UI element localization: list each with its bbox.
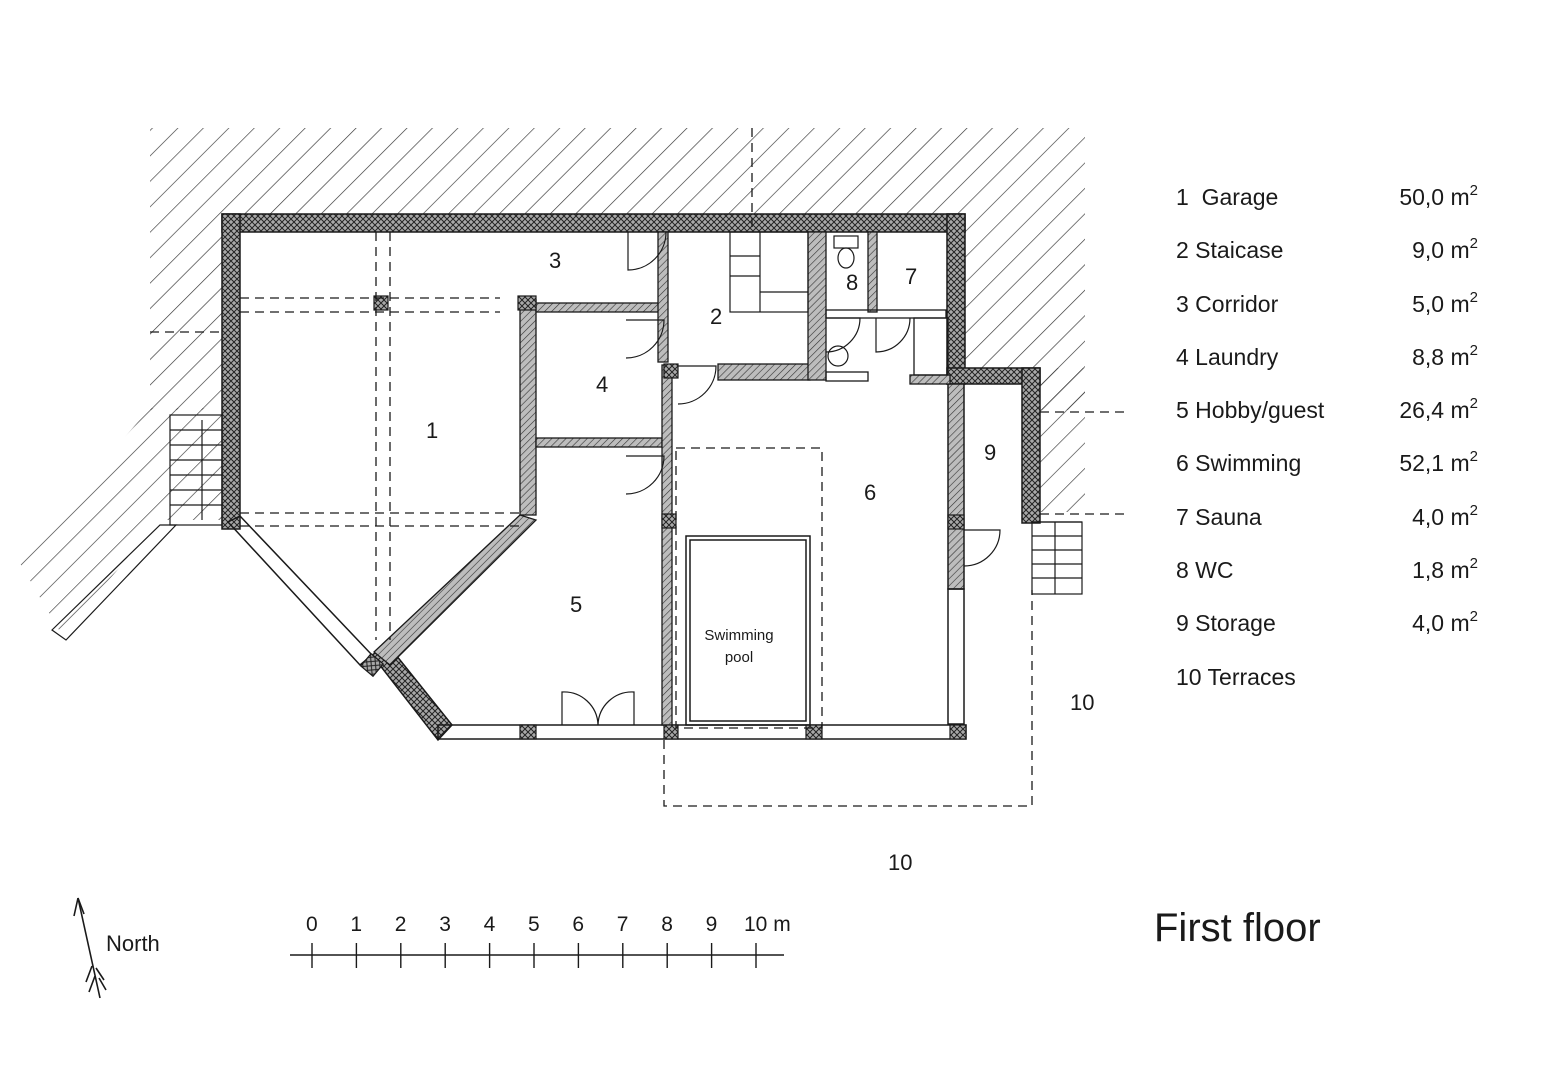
room-label-10-south: 10 — [888, 850, 912, 875]
exterior-walls — [221, 213, 1041, 742]
legend-row: 4 Laundry 8,8 m2 — [1176, 341, 1496, 397]
wc-fixtures — [827, 235, 859, 367]
legend-area-exponent: 2 — [1469, 501, 1478, 519]
legend-room-area: 4,0 m2 — [1412, 608, 1478, 637]
scale-tick-label: 7 — [617, 913, 629, 936]
legend-room-name: 7 Sauna — [1176, 503, 1262, 530]
room-label-5: 5 — [570, 592, 582, 617]
scale-tick-label: 2 — [395, 913, 407, 936]
scale-bar: 0 1 2 3 4 5 6 7 8 9 10 m — [290, 913, 791, 968]
legend-area-exponent: 2 — [1469, 448, 1478, 466]
legend-room-name: 1 Garage — [1176, 184, 1279, 210]
legend-room-name: 9 Storage — [1176, 610, 1276, 637]
scale-tick-label: 1 — [350, 913, 362, 936]
legend-area-exponent: 2 — [1469, 182, 1478, 199]
scale-tick-label: 6 — [572, 913, 584, 936]
scale-tick-label: 8 — [661, 913, 673, 936]
legend-area-exponent: 2 — [1469, 608, 1478, 626]
legend-row: 1 Garage 50,0 m2 — [1176, 182, 1496, 237]
legend-row: 2 Staicase 9,0 m2 — [1176, 235, 1496, 290]
scale-tick-label: 4 — [484, 913, 496, 936]
room-schedule-legend: 1 Garage 50,0 m2 2 Staicase 9,0 m2 3 Corrido… — [1176, 182, 1496, 717]
interior-walls — [373, 231, 951, 726]
room-label-1: 1 — [426, 418, 438, 443]
legend-room-area: 9,0 m2 — [1412, 235, 1478, 264]
scale-tick-label: 9 — [706, 913, 718, 936]
legend-room-name: 10 Terraces — [1176, 663, 1296, 690]
legend-room-area: 52,1 m2 — [1399, 448, 1478, 477]
legend-area-exponent: 2 — [1469, 288, 1478, 306]
legend-row: 10 Terraces — [1176, 664, 1496, 717]
swimming-pool — [685, 535, 811, 726]
pool-label-line1: Swimming — [704, 627, 773, 644]
columns — [359, 295, 967, 740]
legend-room-name: 5 Hobby/guest — [1176, 397, 1325, 424]
legend-area-exponent: 2 — [1469, 395, 1478, 413]
legend-row: 5 Hobby/guest 26,4 m2 — [1176, 395, 1496, 450]
legend-room-area: 26,4 m2 — [1399, 395, 1478, 424]
room-label-8: 8 — [846, 270, 858, 295]
legend-row: 3 Corridor 5,0 m2 — [1176, 288, 1496, 344]
room-label-3: 3 — [549, 248, 561, 273]
legend-room-area: 8,8 m2 — [1412, 341, 1478, 370]
scale-tick-label: 0 — [306, 913, 318, 936]
legend-row: 9 Storage 4,0 m2 — [1176, 608, 1496, 663]
room-label-7: 7 — [905, 264, 917, 289]
legend-room-area: 1,8 m2 — [1412, 555, 1478, 584]
legend-room-name: 4 Laundry — [1176, 343, 1279, 370]
legend-room-area: 50,0 m2 — [1399, 182, 1478, 210]
legend-room-name: 6 Swimming — [1176, 450, 1302, 477]
legend-area-exponent: 2 — [1469, 555, 1478, 573]
legend-room-area: 5,0 m2 — [1412, 288, 1478, 317]
room-label-4: 4 — [596, 372, 608, 397]
pool-label-line2: pool — [725, 649, 753, 666]
legend-room-name: 2 Staicase — [1176, 237, 1284, 264]
scale-tick-label: 10 m — [744, 913, 791, 936]
legend-row: 8 WC 1,8 m2 — [1176, 555, 1496, 610]
legend-row: 6 Swimming 52,1 m2 — [1176, 448, 1496, 503]
legend-area-exponent: 2 — [1469, 341, 1478, 359]
room-label-10-east: 10 — [1070, 690, 1094, 715]
legend-room-area: 4,0 m2 — [1412, 501, 1478, 530]
plan-title: First floor — [1154, 906, 1321, 950]
room-label-9: 9 — [984, 440, 996, 465]
scale-tick-label: 5 — [528, 913, 540, 936]
scale-tick-label: 3 — [439, 913, 451, 936]
staircases — [51, 231, 1083, 641]
legend-row: 7 Sauna 4,0 m2 — [1176, 501, 1496, 557]
room-number-labels: 1 2 3 4 5 6 7 8 9 10 10 Swimming pool — [426, 248, 1094, 875]
room-label-6: 6 — [864, 480, 876, 505]
dashed-lines — [150, 128, 1128, 807]
legend-room-name: 3 Corridor — [1176, 290, 1279, 317]
room-label-2: 2 — [710, 304, 722, 329]
legend-room-name: 8 WC — [1176, 557, 1234, 584]
legend-area-exponent: 2 — [1469, 235, 1478, 253]
north-label: North — [106, 931, 160, 956]
doors — [561, 231, 1001, 726]
north-arrow: North — [73, 897, 160, 999]
